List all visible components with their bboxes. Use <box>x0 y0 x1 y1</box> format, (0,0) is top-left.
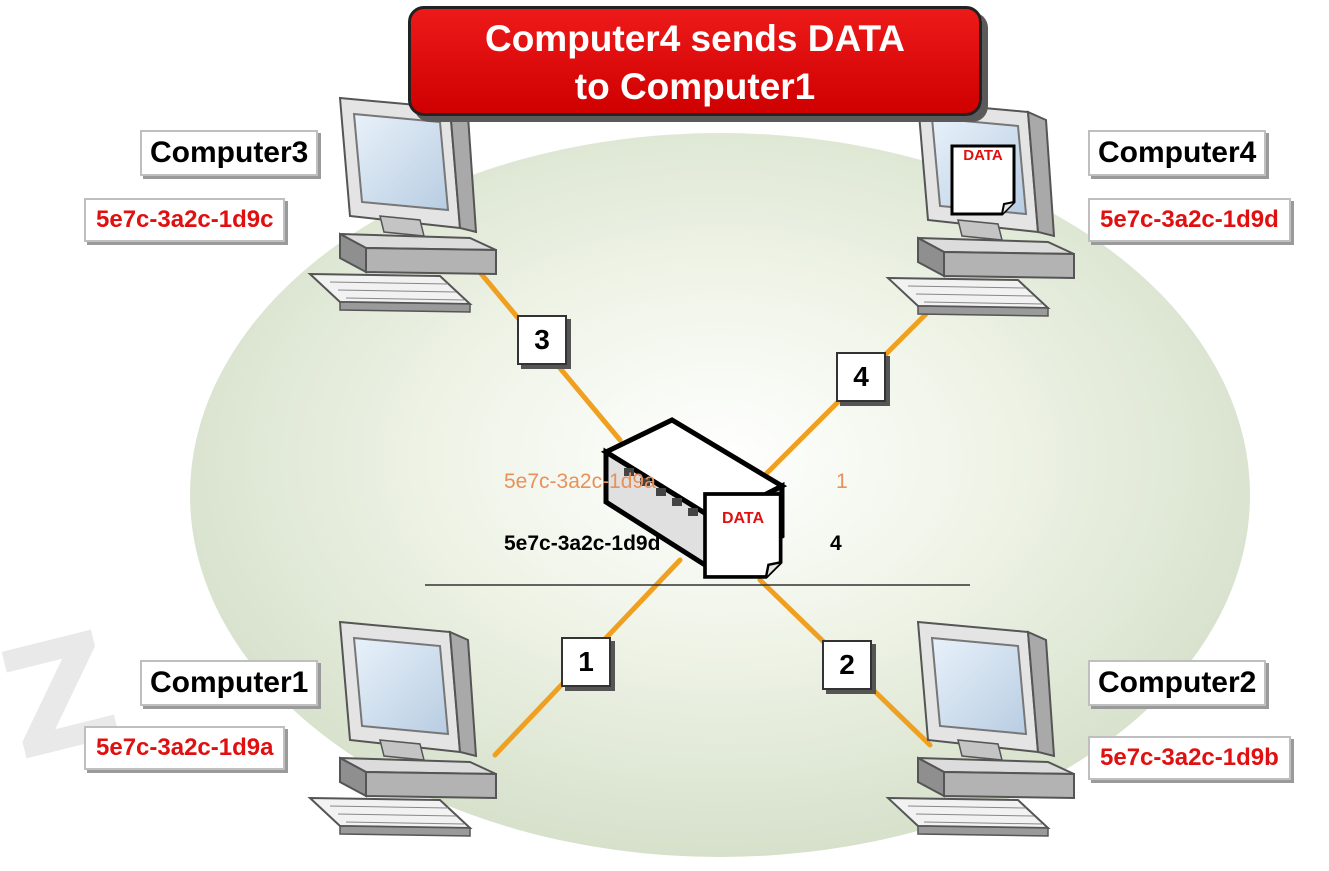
mac-table-row2-port: 4 <box>830 532 842 555</box>
computer1-mac: 5e7c-3a2c-1d9a <box>84 726 286 770</box>
computer3-name: Computer3 <box>140 130 319 176</box>
port-label-1: 1 <box>561 637 611 687</box>
port-label-3: 3 <box>517 315 567 365</box>
port-label-4: 4 <box>836 352 886 402</box>
computer2-name: Computer2 <box>1088 660 1267 706</box>
title-line1: Computer4 sends DATA <box>484 18 906 59</box>
computer4-mac: 5e7c-3a2c-1d9d <box>1088 198 1291 242</box>
computer4-name: Computer4 <box>1088 130 1267 176</box>
computer1-name: Computer1 <box>140 660 319 706</box>
port-label-2: 2 <box>822 640 872 690</box>
data-label-switch: DATA <box>721 510 765 527</box>
title-line2: to Computer1 <box>574 66 816 107</box>
mac-table-row1-mac: 5e7c-3a2c-1d9a <box>504 470 656 493</box>
mac-table-row2-mac: 5e7c-3a2c-1d9d <box>504 532 661 555</box>
document-icon-switch <box>703 492 783 579</box>
computer2-mac: 5e7c-3a2c-1d9b <box>1088 736 1291 780</box>
mac-table-row1-port: 1 <box>836 470 848 493</box>
data-label-computer4: DATA <box>963 147 1003 164</box>
title-banner: Computer4 sends DATA to Computer1 <box>408 6 982 116</box>
computer3-mac: 5e7c-3a2c-1d9c <box>84 198 286 242</box>
